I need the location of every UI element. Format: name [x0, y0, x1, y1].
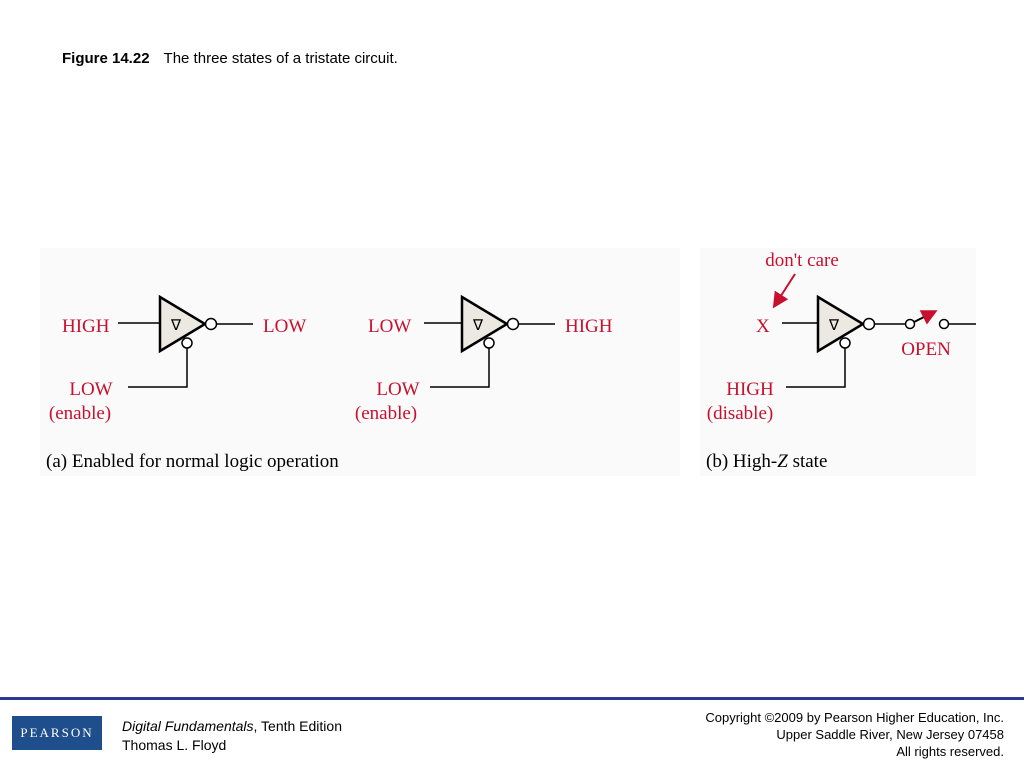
gate-1-enable-level: LOW	[69, 379, 112, 400]
gate-2-output-bubble	[506, 317, 520, 331]
panel-b-background	[700, 248, 976, 476]
open-switch-arm	[913, 310, 938, 325]
gate-3-enable-note: (disable)	[707, 403, 773, 424]
gate-2: ∇ LOW HIGH LOW (enable)	[355, 294, 613, 424]
gate-2-enable-wire	[430, 348, 490, 388]
gate-3-enable-wire	[786, 348, 846, 388]
panel-a-background	[40, 248, 680, 476]
gate-1-output-bubble	[204, 317, 218, 331]
book-info: Digital Fundamentals, Tenth Edition Thom…	[122, 717, 342, 755]
buffer-gate-2	[460, 294, 510, 354]
gate-3: don't care X ∇ OPEN HIGH (disable)	[707, 250, 976, 424]
gate-2-output-label: HIGH	[565, 316, 613, 337]
gate-2-enable-bubble	[483, 337, 495, 349]
buffer-gate-1	[158, 294, 208, 354]
copyright-line-3: All rights reserved.	[896, 744, 1004, 759]
gate-3-enable-level: HIGH	[726, 379, 774, 400]
figure-caption: The three states of a tristate circuit.	[163, 50, 398, 67]
figure-number: Figure 14.22	[62, 50, 150, 67]
gate-1-symbol: ∇	[170, 318, 182, 334]
buffer-gate-3	[816, 294, 866, 354]
gate-1-enable-bubble	[181, 337, 193, 349]
switch-contact-right	[938, 318, 950, 330]
pearson-logo: PEARSON	[12, 716, 102, 750]
gate-1-enable-wire	[128, 348, 188, 388]
gate-3-input-label: X	[756, 316, 770, 337]
gate-1-enable-note: (enable)	[49, 403, 111, 424]
book-edition: , Tenth Edition	[253, 718, 342, 734]
gate-1-output-label: LOW	[263, 316, 306, 337]
copyright-line-2: Upper Saddle River, New Jersey 07458	[776, 727, 1004, 742]
switch-contact-left	[904, 318, 916, 330]
panel-a-caption: (a) Enabled for normal logic operation	[46, 451, 339, 472]
figure-title: Figure 14.22 The three states of a trista…	[62, 50, 398, 67]
book-title: Digital Fundamentals	[122, 718, 254, 734]
gate-3-output-bubble	[862, 317, 876, 331]
book-author: Thomas L. Floyd	[122, 737, 227, 753]
gate-2-input-label: LOW	[368, 316, 411, 337]
copyright-line-1: Copyright ©2009 by Pearson Higher Educat…	[705, 710, 1004, 725]
dont-care-annotation: don't care	[765, 250, 839, 271]
gate-3-enable-bubble	[839, 337, 851, 349]
gate-2-symbol: ∇	[472, 318, 484, 334]
gate-2-enable-level: LOW	[376, 379, 419, 400]
switch-open-label: OPEN	[901, 339, 951, 360]
panel-b-caption: (b) High-Z state	[706, 451, 827, 472]
gate-3-symbol: ∇	[828, 318, 840, 334]
dont-care-arrow	[772, 273, 796, 309]
copyright-notice: Copyright ©2009 by Pearson Higher Educat…	[705, 709, 1004, 760]
footer-rule	[0, 697, 1024, 700]
gate-1: ∇ HIGH LOW LOW (enable)	[49, 294, 306, 424]
gate-1-input-label: HIGH	[62, 316, 110, 337]
gate-2-enable-note: (enable)	[355, 403, 417, 424]
